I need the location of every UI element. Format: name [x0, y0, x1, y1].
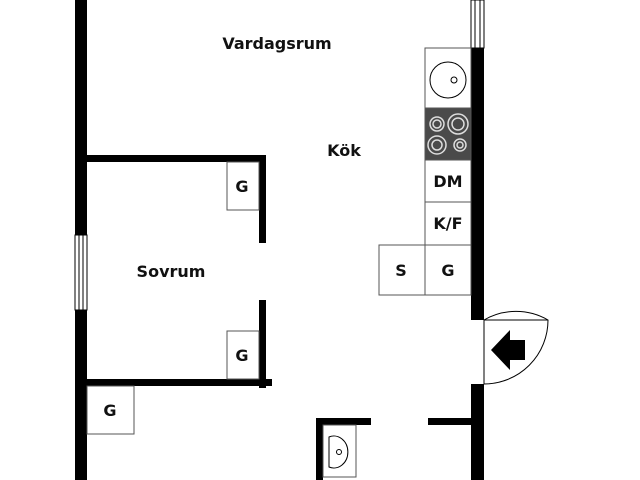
- left-exterior-wall-top: [75, 0, 87, 235]
- kitchen-sink-icon: [429, 61, 467, 99]
- bathroom-left-wall: [316, 418, 323, 480]
- hall-wardrobe-label: G: [441, 261, 454, 280]
- walls: [75, 0, 484, 480]
- hall-wardrobe-box: [424, 244, 472, 296]
- fridge-freezer-box: [424, 201, 472, 246]
- wardrobe-hall-label: G: [103, 401, 116, 420]
- hall-storage-box: [378, 244, 426, 296]
- window-bedroom: [74, 234, 88, 311]
- wardrobe-bedroom-top-box: [226, 161, 260, 211]
- bedroom-right-wall-top: [259, 155, 266, 243]
- bedroom-top-wall: [87, 155, 266, 162]
- right-exterior-wall-top: [471, 48, 484, 320]
- window-living-room: [470, 0, 485, 49]
- dishwasher-label: DM: [433, 172, 462, 191]
- wardrobe-bedroom-top-label: G: [235, 177, 248, 196]
- wardrobe-hall-box: [86, 385, 135, 435]
- dishwasher-box: [424, 159, 472, 203]
- right-exterior-wall-bottom: [471, 384, 484, 480]
- bathroom-basin-icon: [322, 424, 357, 478]
- bathroom-top-wall-left: [316, 418, 371, 425]
- bathroom-top-wall-right: [428, 418, 474, 425]
- entrance-arrow-icon: [491, 330, 525, 370]
- stove-hob-icon: [427, 113, 469, 155]
- hall-storage-label: S: [395, 261, 407, 280]
- bedroom-label: Sovrum: [137, 262, 206, 281]
- living-room-label: Vardagsrum: [222, 34, 331, 53]
- bedroom-right-wall-bottom: [259, 300, 266, 388]
- wardrobe-bedroom-bottom-box: [226, 330, 260, 380]
- entrance-door: [483, 310, 549, 385]
- fridge-freezer-label: K/F: [433, 214, 462, 233]
- kitchen-label: Kök: [327, 141, 361, 160]
- bedroom-bottom-wall: [87, 379, 272, 386]
- wardrobe-bedroom-bottom-label: G: [235, 346, 248, 365]
- left-exterior-wall-bottom: [75, 310, 87, 480]
